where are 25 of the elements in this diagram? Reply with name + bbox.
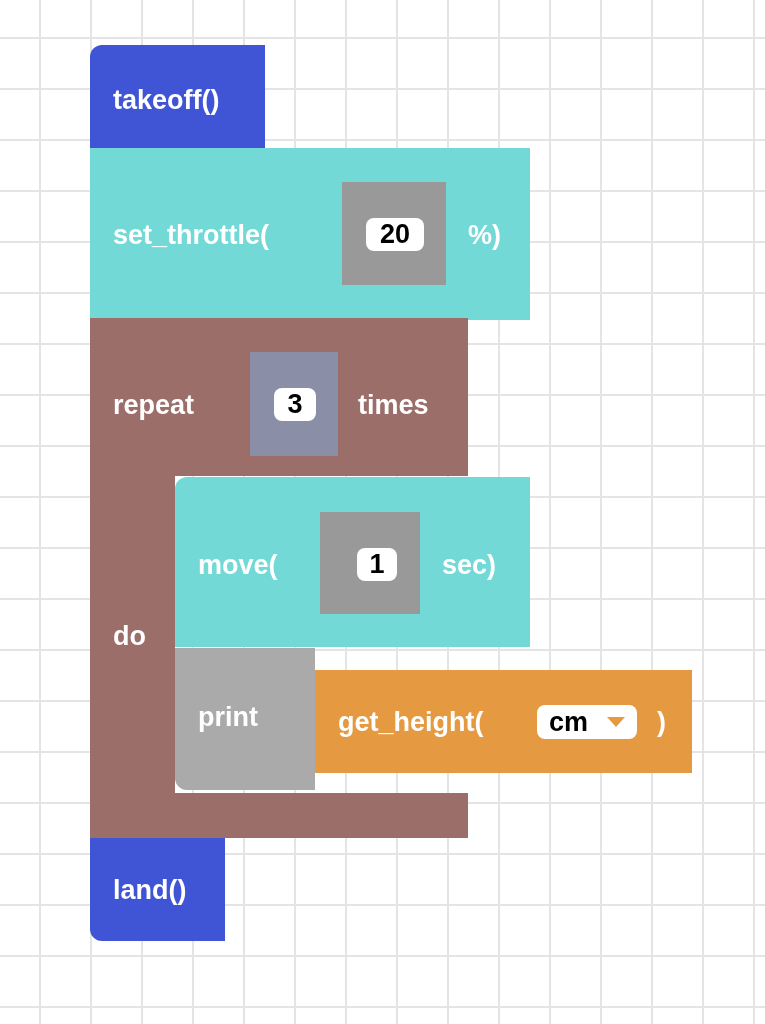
input-socket <box>320 512 420 614</box>
block-label: move( <box>198 549 278 581</box>
block-label: times <box>358 389 429 421</box>
block-label: takeoff() <box>113 84 220 116</box>
block-label: sec) <box>442 549 497 581</box>
block-label: get_height( <box>338 706 484 738</box>
input-socket <box>250 352 338 456</box>
command-block <box>175 477 530 647</box>
value-block <box>315 670 692 773</box>
dropdown: cm <box>537 705 637 739</box>
command-block <box>90 45 265 150</box>
number-field: 3 <box>274 388 316 421</box>
number-field: 1 <box>357 548 397 581</box>
block-label: land() <box>113 874 187 906</box>
block-label: print <box>198 701 258 733</box>
block-label: do <box>113 620 146 652</box>
block-label: set_throttle( <box>113 219 269 251</box>
block-label: ) <box>657 706 666 738</box>
block-label: %) <box>468 219 501 251</box>
command-block <box>90 148 530 320</box>
input-socket <box>342 182 446 285</box>
number-field: 20 <box>366 218 424 251</box>
block-label: repeat <box>113 389 195 421</box>
command-block <box>175 648 315 790</box>
command-block <box>90 838 225 941</box>
